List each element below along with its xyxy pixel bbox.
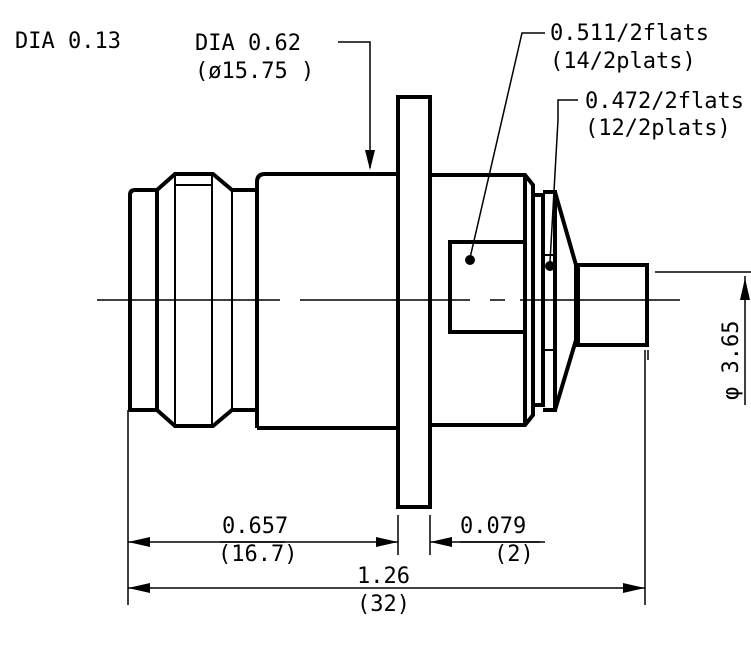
lock-nut xyxy=(533,190,578,412)
label-dia-body: DIA 0.62 xyxy=(195,31,301,56)
contact-pin xyxy=(576,263,649,347)
label-pin-dia: φ 3.65 xyxy=(719,321,744,400)
extension-lines xyxy=(127,350,646,605)
leader-flats-511 xyxy=(469,32,545,259)
coupling-nut xyxy=(128,172,255,428)
label-len-126-mm: (32) xyxy=(357,592,410,617)
label-len-079-mm: (2) xyxy=(494,542,534,567)
leader-dia-body xyxy=(338,41,371,168)
label-flats-511: 0.511/2flats xyxy=(550,21,709,46)
label-len-657: 0.657 xyxy=(222,514,288,539)
panel-flange xyxy=(396,95,432,509)
label-len-126: 1.26 xyxy=(357,564,410,589)
main-body xyxy=(255,172,398,430)
label-dia-small: DIA 0.13 xyxy=(15,29,121,54)
label-len-657-mm: (16.7) xyxy=(218,542,297,567)
label-flats-472-mm: (12/2plats) xyxy=(585,116,731,141)
hex-flats xyxy=(448,240,527,334)
label-dia-body-mm: (ø15.75 ) xyxy=(195,59,314,84)
label-flats-472: 0.472/2flats xyxy=(585,89,744,114)
label-flats-511-mm: (14/2plats) xyxy=(550,49,696,74)
label-len-079: 0.079 xyxy=(460,514,526,539)
leader-flats-472 xyxy=(549,99,578,263)
